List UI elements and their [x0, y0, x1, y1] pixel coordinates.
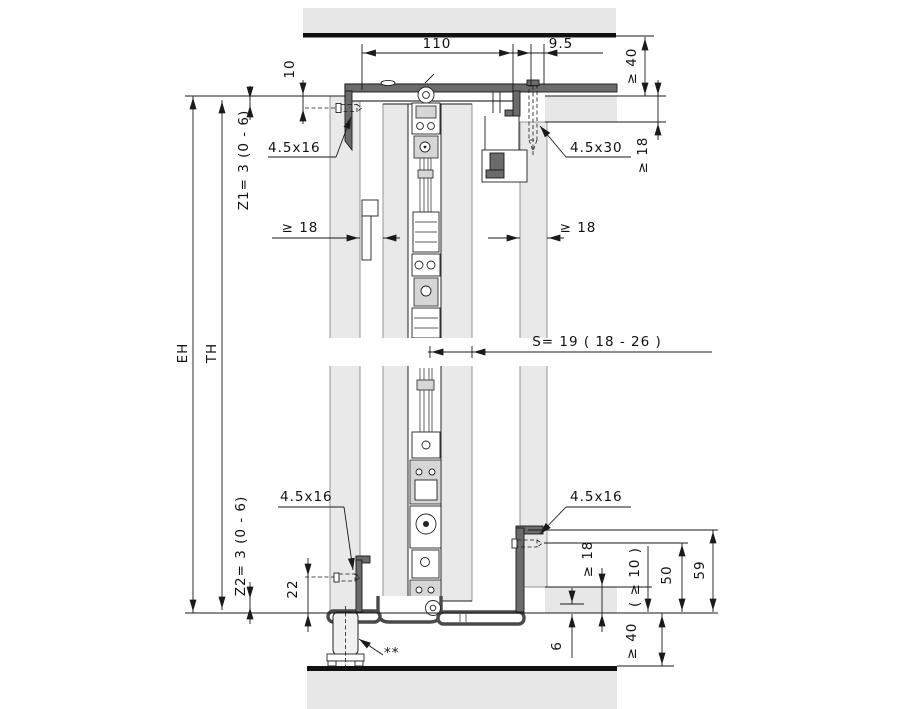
- dimension-lines: [185, 35, 718, 667]
- label-screw-top-right: 4.5x30: [570, 140, 623, 156]
- dim-min18-left: ≥ 18: [282, 220, 319, 236]
- dim-eh: EH: [175, 343, 191, 364]
- dim-min40-top: ≥ 40: [624, 48, 640, 85]
- screw-4.5x16-top-left: [305, 103, 363, 113]
- leader-screw-top-right: [539, 125, 567, 158]
- track-leg-right: [512, 90, 521, 117]
- dim-th: TH: [204, 343, 220, 364]
- dim-z1: Z1= 3 (0 - 6): [236, 110, 252, 211]
- label-screw-bottom-left: 4.5x16: [280, 489, 333, 505]
- dim-min18-top-right: ≥ 18: [635, 137, 651, 174]
- jamb-detail-left: [361, 199, 379, 261]
- floor-guide-post: [326, 606, 365, 667]
- ceiling-edge-line: [303, 33, 616, 38]
- screw-4.5x16-bottom-left: [305, 572, 361, 583]
- leader-footnote: [358, 638, 384, 656]
- dim-min18-right: ≥ 18: [560, 220, 597, 236]
- dim-s: S= 19 ( 18 - 26 ): [532, 334, 662, 350]
- roller-carriage-top: [411, 86, 441, 339]
- screw-4.5x16-bottom-right: [511, 538, 543, 549]
- pocket-guide-profile: [481, 116, 528, 183]
- dim-9-5: 9.5: [549, 36, 573, 52]
- dimension-labels: 110 9.5 ≥ 40 10 4.5x16 Z1= 3 (0 - 6) 4.5…: [175, 36, 708, 661]
- label-screw-bottom-right: 4.5x16: [570, 489, 623, 505]
- wall-bracket-left: [344, 90, 353, 152]
- ceiling-fill: [303, 8, 616, 33]
- header-band-fill: [545, 96, 617, 122]
- dim-min10-bottom: ( ≥ 10 ): [627, 547, 643, 607]
- dim-min40-bottom: ≥ 40: [624, 623, 640, 660]
- door-bottom-rail: [376, 596, 443, 624]
- dim-min18-bottom-right: ≥ 18: [580, 541, 596, 578]
- screw-4.5x30-top-right: [526, 79, 540, 156]
- leader-screw-top-left: [335, 116, 352, 158]
- dim-6: 6: [549, 641, 565, 651]
- track-mounting-flange: [344, 83, 618, 93]
- leader-screw-bottom-left: [343, 506, 355, 571]
- label-screw-top-left: 4.5x16: [268, 140, 321, 156]
- floor-fill: [307, 671, 617, 709]
- floor-section: [307, 666, 617, 709]
- track-leg-foot: [504, 109, 514, 117]
- section-tick: [424, 73, 435, 84]
- leader-screw-bottom-right: [539, 506, 567, 535]
- dimension-arrows: [189, 38, 717, 665]
- footnote-marker: **: [384, 645, 400, 661]
- track-clip: [380, 79, 396, 87]
- floor-edge-line: [307, 666, 617, 671]
- skirting-band-right: [545, 587, 617, 613]
- skirting-band-fill: [545, 587, 617, 613]
- dim-10: 10: [282, 59, 298, 78]
- wall-header-right: [545, 96, 617, 122]
- dim-59: 59: [692, 560, 708, 579]
- dim-z2: Z2= 3 (0 - 6): [233, 496, 249, 597]
- dim-22: 22: [285, 579, 301, 598]
- dim-110: 110: [423, 36, 452, 52]
- lock-hardware-bottom: [409, 368, 442, 601]
- dim-50: 50: [659, 565, 675, 584]
- ceiling-section: [303, 8, 616, 38]
- threshold-profile: [436, 610, 526, 626]
